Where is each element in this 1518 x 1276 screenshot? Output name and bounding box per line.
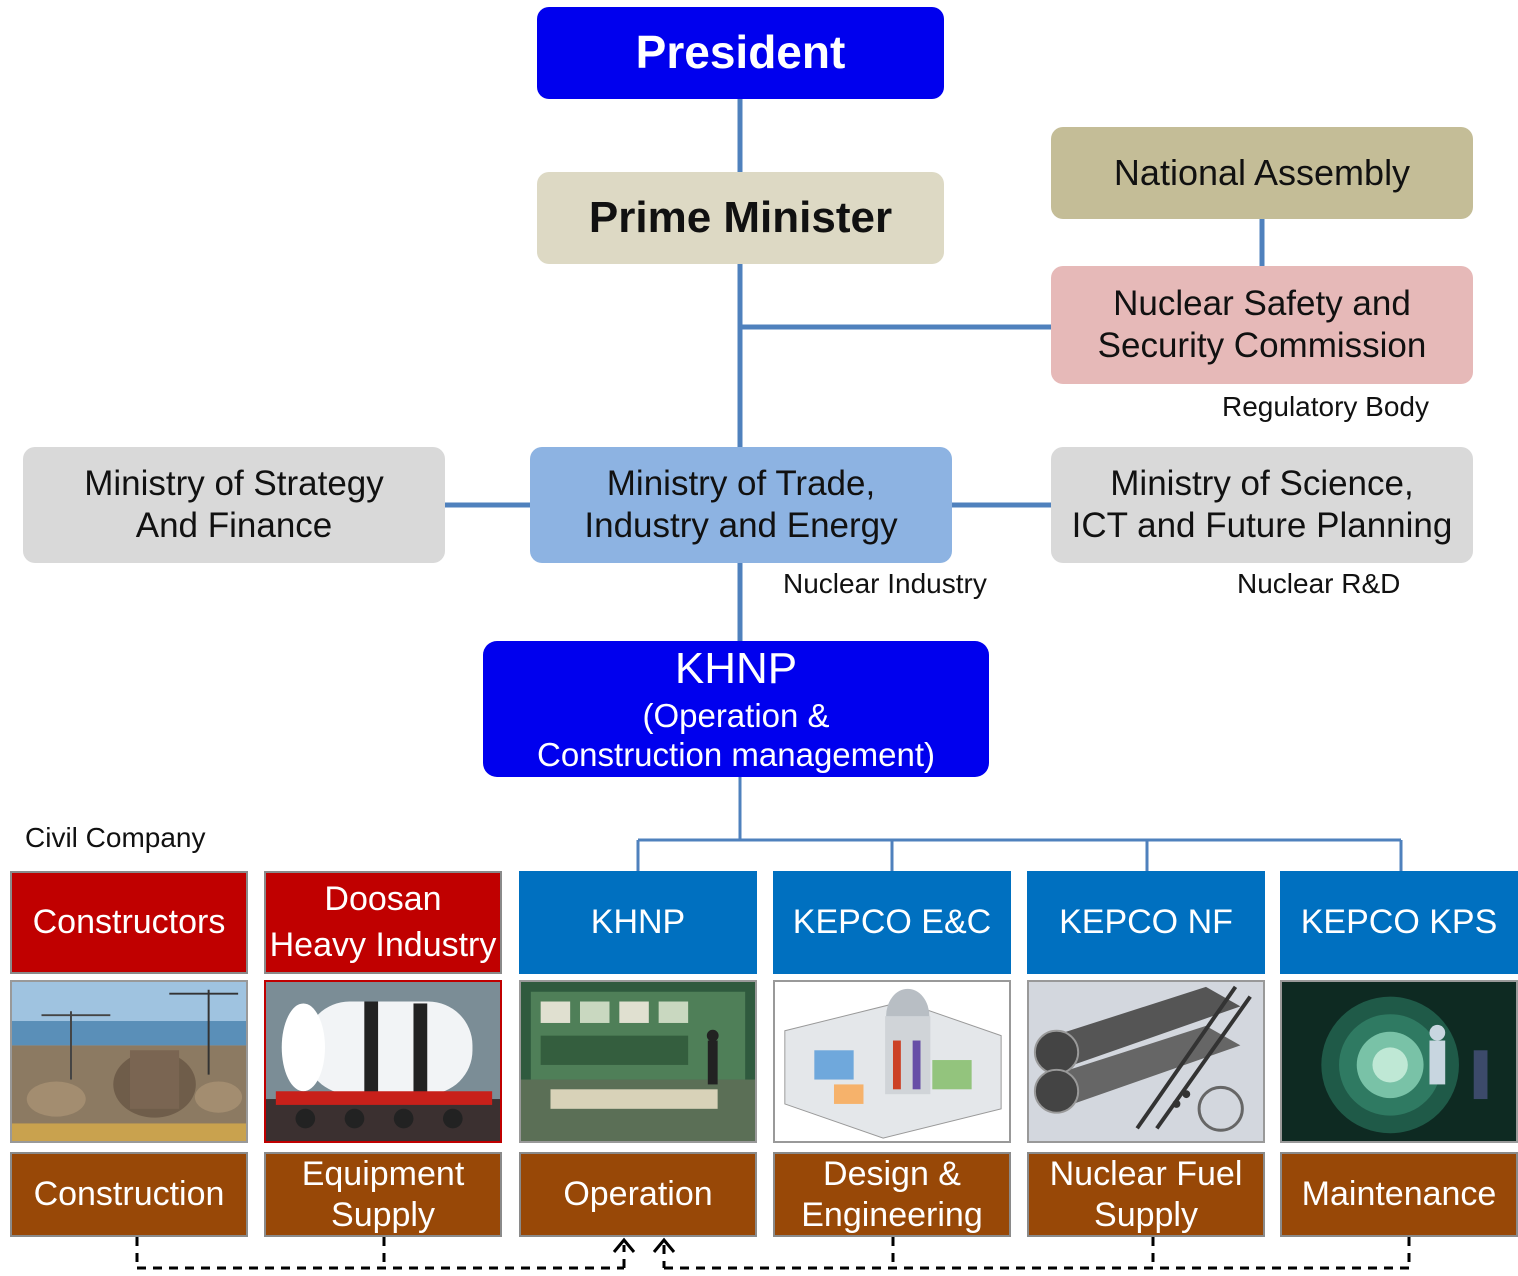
company-kepco-ec: KEPCO E&C xyxy=(773,871,1011,974)
nuclear-industry-label: Nuclear Industry xyxy=(783,568,987,599)
company-name: KEPCO KPS xyxy=(1300,902,1498,941)
mosf-label-line2: And Finance xyxy=(135,506,333,545)
role-equipment-supply: Equipment Supply xyxy=(264,1152,502,1237)
regulatory-body-label: Regulatory Body xyxy=(1222,391,1430,422)
role-construction: Construction xyxy=(10,1152,248,1237)
reactor-vessel-photo xyxy=(264,980,502,1143)
president-label: President xyxy=(635,26,846,79)
company-name: KHNP xyxy=(590,902,686,941)
msip-label-line1: Ministry of Science, xyxy=(1110,464,1414,503)
role-label: Maintenance xyxy=(1301,1175,1497,1214)
national-assembly-label: National Assembly xyxy=(1113,152,1411,194)
company-kepco-nf: KEPCO NF xyxy=(1027,871,1265,974)
ministry-strategy-finance-box: Ministry of Strategy And Finance xyxy=(23,447,445,563)
company-name: Constructors xyxy=(32,902,226,941)
khnp-main-subtitle-line1: (Operation & xyxy=(642,696,830,734)
role-design-engineering: Design & Engineering xyxy=(773,1152,1011,1237)
motie-label-line1: Ministry of Trade, xyxy=(606,464,876,503)
construction-site-photo xyxy=(10,980,248,1143)
company-name: KEPCO NF xyxy=(1059,902,1233,941)
company-constructors: Constructors xyxy=(10,871,248,974)
role-label-line1: Design & xyxy=(823,1154,961,1193)
nssc-label-line2: Security Commission xyxy=(1097,326,1427,365)
prime-minister-box: Prime Minister xyxy=(537,172,944,264)
civil-company-label: Civil Company xyxy=(25,822,206,853)
fuel-assembly-photo xyxy=(1027,980,1265,1143)
company-name-line1: Doosan xyxy=(324,879,442,918)
company-doosan: Doosan Heavy Industry xyxy=(264,871,502,974)
company-name-line2: Heavy Industry xyxy=(269,925,497,964)
company-khnp: KHNP xyxy=(519,871,757,974)
nssc-label-line1: Nuclear Safety and xyxy=(1113,284,1411,323)
khnp-main-title: KHNP xyxy=(674,644,798,693)
role-label-line2: Engineering xyxy=(801,1195,983,1234)
role-operation: Operation xyxy=(519,1152,757,1237)
nuclear-rd-label: Nuclear R&D xyxy=(1237,568,1401,599)
role-maintenance: Maintenance xyxy=(1280,1152,1518,1237)
role-label-line2: Supply xyxy=(1094,1195,1198,1234)
company-kepco-kps: KEPCO KPS xyxy=(1280,871,1518,974)
control-room-photo xyxy=(519,980,757,1143)
nssc-box: Nuclear Safety and Security Commission xyxy=(1051,266,1473,384)
msip-label-line2: ICT and Future Planning xyxy=(1071,506,1453,545)
motie-label-line2: Industry and Energy xyxy=(584,506,898,545)
role-label-line2: Supply xyxy=(331,1195,435,1234)
role-nuclear-fuel-supply: Nuclear Fuel Supply xyxy=(1027,1152,1265,1237)
khnp-main-box: KHNP (Operation & Construction managemen… xyxy=(483,641,989,777)
president-box: President xyxy=(537,7,944,99)
role-label: Construction xyxy=(33,1175,225,1214)
maintenance-photo xyxy=(1280,980,1518,1143)
company-name: KEPCO E&C xyxy=(792,902,992,941)
mosf-label-line1: Ministry of Strategy xyxy=(84,464,384,503)
role-label-line1: Nuclear Fuel xyxy=(1049,1154,1243,1193)
plant-cutaway-photo xyxy=(773,980,1011,1143)
khnp-main-subtitle-line2: Construction management) xyxy=(536,736,936,774)
national-assembly-box: National Assembly xyxy=(1051,127,1473,219)
role-label-line1: Equipment xyxy=(301,1154,465,1193)
ministry-trade-industry-energy-box: Ministry of Trade, Industry and Energy xyxy=(530,447,952,563)
prime-minister-label: Prime Minister xyxy=(588,192,893,242)
ministry-science-ict-box: Ministry of Science, ICT and Future Plan… xyxy=(1051,447,1473,563)
role-label: Operation xyxy=(563,1175,713,1214)
